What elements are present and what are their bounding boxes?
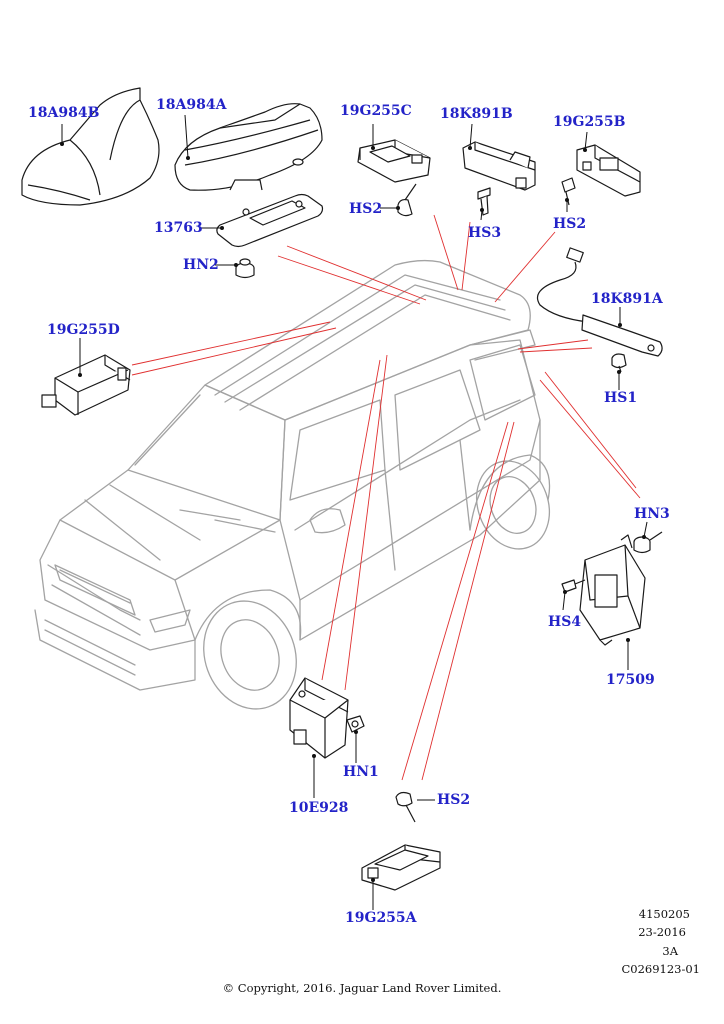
callout-19G255B: 19G255B	[553, 114, 626, 130]
part-HS2-screw-top	[397, 183, 417, 217]
part-19G255A-module	[361, 844, 441, 891]
revision-code: 3A	[662, 944, 678, 958]
callout-17509: 17509	[606, 672, 655, 688]
callout-anchor-dots	[60, 142, 646, 882]
part-18K891A-antenna-cable	[536, 247, 663, 357]
callout-18A984B: 18A984B	[28, 105, 100, 121]
callout-13763: 13763	[154, 220, 203, 236]
part-13763-antenna-gasket	[216, 193, 324, 248]
part-HS4-screw	[561, 579, 586, 593]
illustration-id: C0269123-01	[621, 962, 700, 976]
part-HS2-screw-right	[561, 177, 576, 206]
callout-18A984A: 18A984A	[156, 97, 227, 113]
reference-date: 23-2016	[638, 925, 686, 939]
copyright-notice: © Copyright, 2016. Jaguar Land Rover Lim…	[222, 981, 502, 995]
part-19G255B-module	[576, 144, 641, 197]
part-HN1-nut	[346, 715, 365, 733]
reference-number: 4150205	[638, 907, 690, 921]
part-18K891B-module	[462, 141, 536, 191]
vehicle-illustration	[34, 259, 551, 710]
callout-HS3: HS3	[468, 225, 502, 241]
callout-HS2-top: HS2	[349, 201, 383, 217]
callout-18K891B: 18K891B	[440, 106, 513, 122]
callout-HS2-bottom: HS2	[437, 792, 471, 808]
part-18A984B-antenna-cover	[21, 87, 160, 206]
part-18A984A-antenna-assembly	[174, 103, 323, 191]
callout-HS1: HS1	[604, 390, 638, 406]
part-19G255D-module	[41, 354, 131, 416]
part-10E928-module	[289, 677, 349, 759]
callout-18K891A: 18K891A	[591, 291, 663, 307]
part-HN2-nut	[235, 258, 255, 279]
part-19G255C-module	[357, 139, 431, 183]
location-leader-lines	[131, 214, 641, 781]
callout-10E928: 10E928	[289, 800, 349, 816]
callout-HS4: HS4	[548, 614, 582, 630]
callout-HN3: HN3	[634, 506, 670, 522]
callout-leader-lines	[61, 114, 648, 910]
part-HS1-screw	[611, 353, 627, 373]
part-17509-control-module	[579, 534, 646, 646]
callout-19G255C: 19G255C	[340, 103, 412, 119]
callout-HN1: HN1	[343, 764, 379, 780]
part-HS3-screw	[477, 187, 491, 216]
part-HS2-screw-bottom	[395, 791, 416, 823]
callout-19G255A: 19G255A	[345, 910, 417, 926]
callout-HS2-right: HS2	[553, 216, 587, 232]
part-HN3-nut	[633, 531, 663, 554]
callout-HN2: HN2	[183, 257, 219, 273]
callout-19G255D: 19G255D	[47, 322, 120, 338]
